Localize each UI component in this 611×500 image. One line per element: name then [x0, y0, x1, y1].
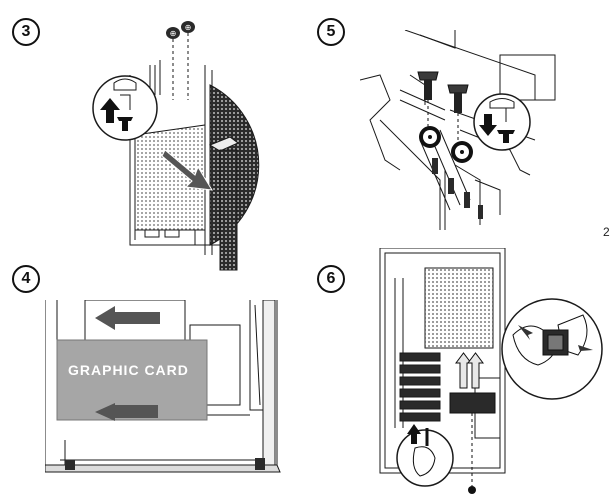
svg-text:⊕: ⊕: [185, 23, 192, 32]
slot-bracket: [208, 136, 239, 271]
step-5-badge: 5: [317, 18, 345, 46]
arrow-down-icon: [479, 114, 497, 136]
screw-zoom-callout: [92, 75, 158, 141]
screw-icon: ⊕: [166, 27, 180, 100]
arrow-right-icon: [518, 325, 533, 340]
step-4-badge: 4: [12, 265, 40, 293]
screw-icon: ⊕: [181, 21, 195, 100]
page-number: 2: [603, 225, 610, 239]
screw-hole: [451, 141, 473, 163]
expansion-slots: [399, 352, 441, 422]
step-3-badge: 3: [12, 18, 40, 46]
mesh-panel: [134, 124, 206, 231]
step-6-badge: 6: [317, 265, 345, 293]
arrow-down-right: [161, 149, 213, 191]
screw-icon: [417, 71, 439, 130]
pinch-callout: [501, 298, 603, 400]
screw-zoom-callout: [473, 93, 531, 151]
step-3-illustration: ⊕ ⊕: [92, 21, 260, 271]
screw-icon: [447, 84, 469, 143]
step-4-illustration: [45, 300, 281, 473]
screw-icon: [497, 130, 515, 143]
graphic-card-label: GRAPHIC CARD: [68, 362, 189, 378]
svg-text:⊕: ⊕: [170, 29, 177, 38]
arrow-up-icon: [100, 98, 120, 123]
hand-icon: [396, 424, 454, 487]
screw-hole: [419, 126, 441, 148]
slot-cover-clip: [449, 392, 496, 414]
arrow-up-icon: [455, 352, 484, 389]
fan-mesh: [424, 267, 494, 349]
step-5-illustration: [360, 30, 556, 230]
step-6-illustration: [379, 248, 506, 494]
screw-icon: [117, 117, 133, 131]
pinch-hand-icon: [512, 314, 588, 366]
arrow-left-icon: [95, 403, 115, 421]
arrow-left-icon: [578, 345, 593, 351]
